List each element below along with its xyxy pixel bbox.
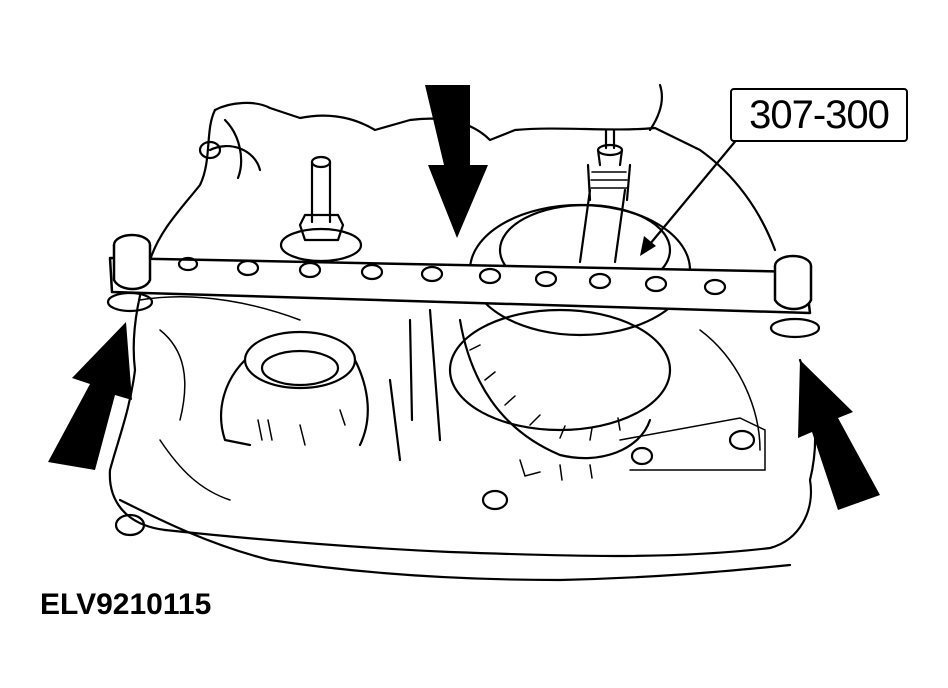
input-shaft [578, 128, 632, 264]
right-arrow [798, 360, 880, 510]
top-arrow [425, 85, 488, 238]
left-arrow [48, 322, 132, 470]
figure-id: ELV9210115 [40, 588, 212, 621]
stud-and-nut [279, 155, 363, 263]
tool-bar-307-300 [106, 233, 821, 339]
tool-number-callout: 307-300 [730, 88, 908, 142]
leader-arrowhead [640, 236, 656, 256]
callout-leader [643, 136, 740, 252]
transmission-case [108, 83, 817, 582]
bearing-cup [220, 330, 369, 447]
